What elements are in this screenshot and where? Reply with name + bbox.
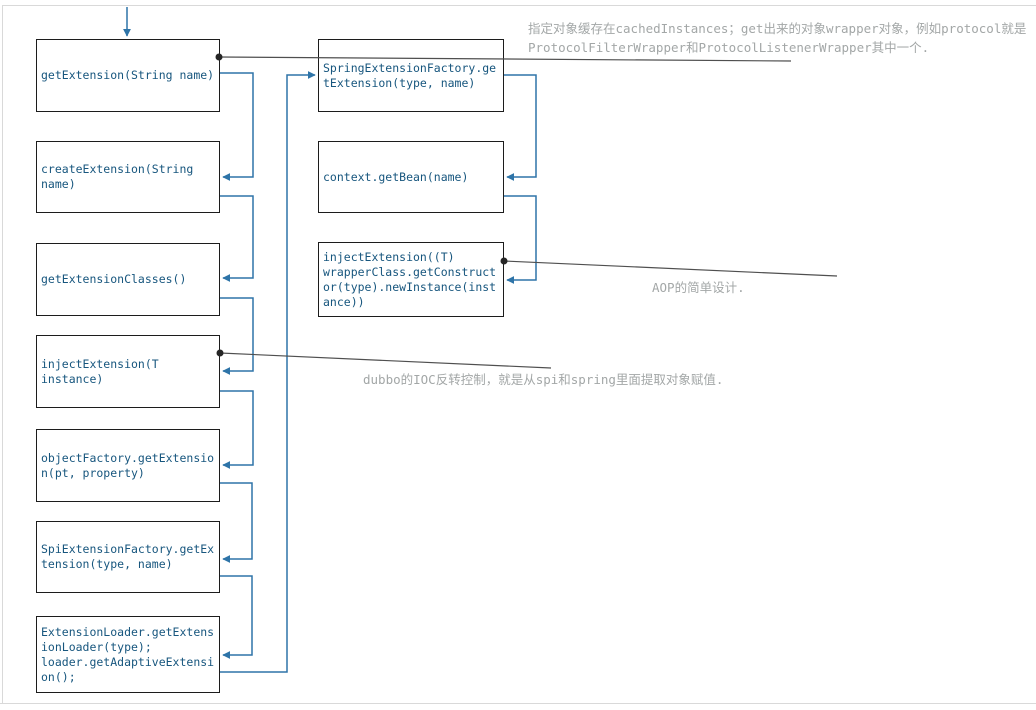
node-objectfactory-get-extension: objectFactory.getExtensio n(pt, property… <box>36 429 220 502</box>
connector-spi-factory-to-extension-loader <box>220 575 253 659</box>
node-create-extension: createExtension(String name) <box>36 141 220 213</box>
connector-context-getbean-to-inject-wrapper <box>504 195 537 284</box>
node-spring-extension-factory: SpringExtensionFactory.ge tExtension(typ… <box>318 39 504 112</box>
node-extension-loader: ExtensionLoader.getExtens ionLoader(type… <box>36 616 220 693</box>
node-get-extension-label: getExtension(String name) <box>41 68 215 82</box>
leader-line-ioc <box>219 352 552 369</box>
connector-get-extension-classes-to-inject-extension <box>220 297 254 375</box>
connector-spring-factory-to-context-getbean <box>504 74 537 181</box>
connector-get-extension-to-create-extension <box>220 72 254 181</box>
node-extension-loader-label: ExtensionLoader.getExtens ionLoader(type… <box>41 624 215 684</box>
node-spring-extension-factory-label: SpringExtensionFactory.ge tExtension(typ… <box>323 60 497 90</box>
node-create-extension-label: createExtension(String name) <box>41 162 194 191</box>
page-border-left <box>2 5 3 703</box>
node-inject-extension-label: injectExtension(T instance) <box>41 356 159 386</box>
leader-line-cached-instances <box>218 56 792 62</box>
node-inject-extension: injectExtension(T instance) <box>36 335 220 408</box>
node-get-extension-classes-label: getExtensionClasses() <box>41 272 187 286</box>
node-context-getbean: context.getBean(name) <box>318 141 504 213</box>
node-get-extension-classes: getExtensionClasses() <box>36 243 220 316</box>
node-spi-extension-factory: SpiExtensionFactory.getEx tension(type, … <box>36 521 220 593</box>
connector-objectfactory-to-spi-factory <box>220 482 253 563</box>
annotation-aop: AOP的简单设计. <box>652 280 745 295</box>
leader-line-aop <box>503 260 838 277</box>
node-context-getbean-label: context.getBean(name) <box>323 169 469 184</box>
node-spi-extension-factory-label: SpiExtensionFactory.getEx tension(type, … <box>41 542 215 571</box>
node-get-extension: getExtension(String name) <box>36 39 220 112</box>
node-inject-extension-wrapper: injectExtension((T) wrapperClass.getCons… <box>318 242 504 317</box>
page-border-bottom <box>0 703 1036 704</box>
connector-create-extension-to-get-extension-classes <box>220 195 254 282</box>
node-inject-extension-wrapper-label: injectExtension((T) wrapperClass.getCons… <box>323 249 497 309</box>
node-objectfactory-get-extension-label: objectFactory.getExtensio n(pt, property… <box>41 450 215 480</box>
annotation-cached-instances: 指定对象缓存在cachedInstances；get出来的对象wrapper对象… <box>528 21 1027 55</box>
connector-inject-extension-to-objectfactory <box>220 390 254 469</box>
annotation-ioc: dubbo的IOC反转控制，就是从spi和spring里面提取对象赋值. <box>363 372 724 387</box>
connector-extension-loader-to-spring-factory <box>220 71 316 673</box>
page-border-top <box>2 5 1036 6</box>
